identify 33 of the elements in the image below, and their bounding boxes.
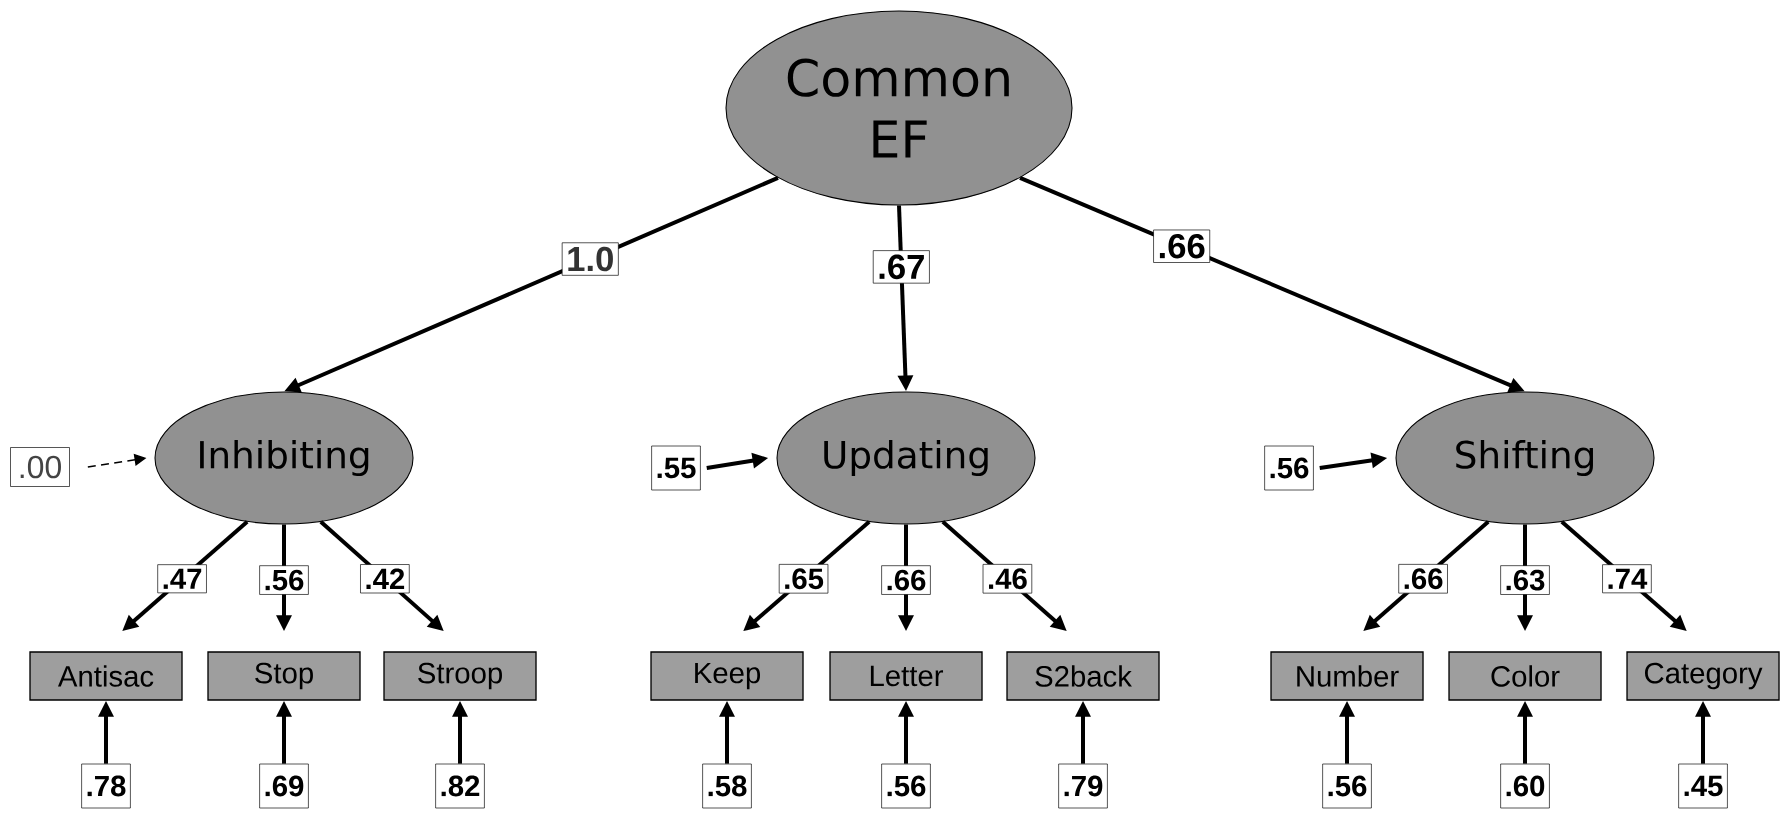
task-box: Stop [207, 651, 361, 701]
task-box: Letter [829, 651, 983, 701]
edge-label: .74 [1602, 564, 1652, 594]
value-box: .56 [1322, 763, 1372, 809]
value-box: .56 [881, 763, 931, 809]
edge-label: .47 [157, 564, 207, 594]
value-box: .55 [651, 445, 701, 491]
value-box: .45 [1678, 763, 1728, 809]
task-box: Color [1448, 651, 1602, 701]
edge-label: .42 [360, 564, 410, 594]
edge-label: .66 [881, 565, 931, 595]
task-box: Stroop [383, 651, 537, 701]
value-box: .82 [435, 763, 485, 809]
value-box: .56 [1264, 445, 1314, 491]
edge-label: .63 [1500, 565, 1550, 595]
edge-label: .46 [982, 564, 1033, 594]
edge-label: .66 [1398, 564, 1448, 594]
value-box: .60 [1500, 763, 1550, 809]
task-box: S2back [1006, 651, 1160, 701]
edge-label: .66 [1153, 229, 1211, 263]
edge-label: .65 [778, 564, 829, 594]
edge-label: .56 [259, 565, 309, 595]
value-box: .00 [10, 447, 70, 487]
task-box: Antisac [29, 651, 183, 701]
value-box: .79 [1058, 763, 1108, 809]
value-box: .69 [259, 763, 309, 809]
task-box: Category [1626, 651, 1780, 701]
value-box: .58 [702, 763, 752, 809]
task-box: Keep [650, 651, 804, 701]
edge-label: .67 [872, 250, 930, 284]
edge-label: 1.0 [561, 242, 619, 276]
value-box: .78 [81, 763, 131, 809]
task-box: Number [1270, 651, 1424, 701]
